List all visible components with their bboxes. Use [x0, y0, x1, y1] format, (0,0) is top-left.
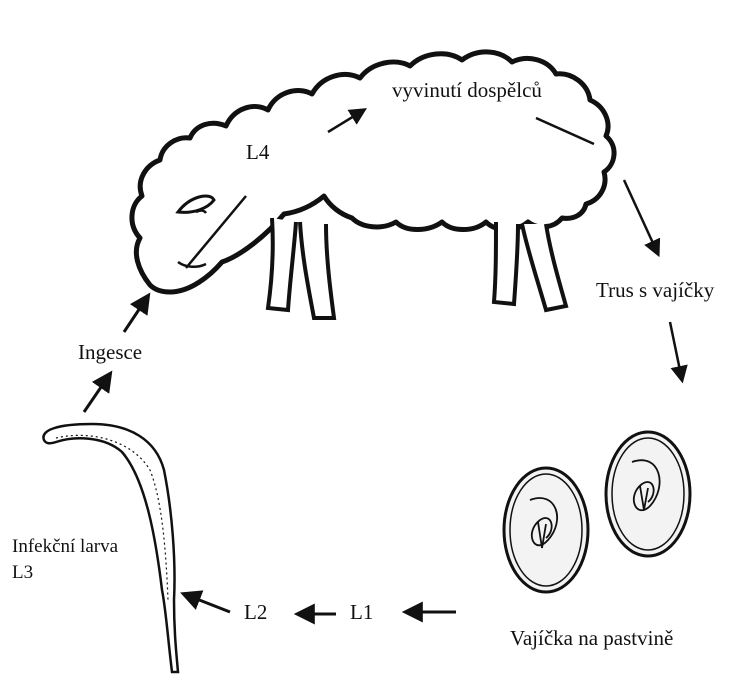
arrow-larva-to-ingestion	[84, 374, 110, 412]
label-l4: L4	[246, 140, 269, 164]
arrow-to-eggs	[670, 322, 682, 380]
label-adult-development: vyvinutí dospělců	[392, 78, 542, 102]
label-feces-with-eggs: Trus s vajíčky	[596, 278, 714, 302]
sheep-back-leg-1	[494, 222, 518, 304]
label-l1: L1	[350, 600, 373, 624]
label-eggs-on-pasture: Vajíčka na pastvině	[510, 626, 673, 650]
arrow-to-feces	[624, 180, 658, 254]
label-ingestion: Ingesce	[78, 340, 142, 364]
sheep-back-leg-2	[522, 224, 566, 310]
label-l3: L3	[12, 562, 33, 584]
label-l2: L2	[244, 600, 267, 624]
sheep-front-leg-2	[300, 222, 334, 318]
egg-illustrations	[504, 432, 690, 592]
egg-left	[504, 468, 588, 592]
arrow-l2-to-larva	[184, 594, 230, 612]
sheep-front-leg-1	[268, 218, 296, 310]
egg-right	[606, 432, 690, 556]
arrow-ingestion-to-sheep	[124, 296, 148, 332]
label-infective-larva: Infekční larva	[12, 536, 118, 558]
